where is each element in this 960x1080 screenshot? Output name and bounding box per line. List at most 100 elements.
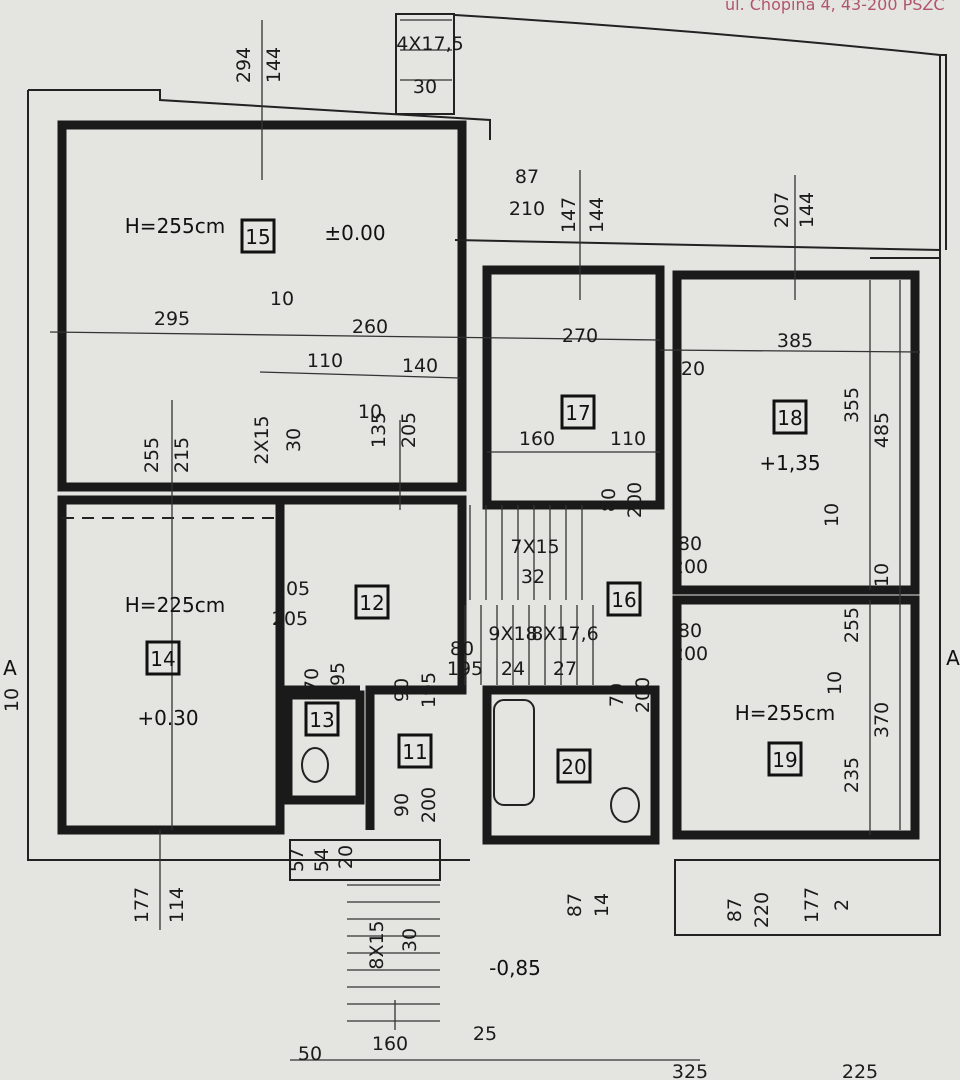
dimension-label: 195: [418, 672, 440, 708]
dimension-label: 144: [586, 197, 608, 233]
dimension-label: 144: [796, 192, 818, 228]
room-number-box: [354, 584, 390, 620]
dimension-label: 20: [681, 358, 705, 380]
walls: [27, 13, 947, 936]
room-13-walls: [283, 690, 365, 805]
dimension-label: 90: [391, 793, 413, 817]
room-number-box: [772, 399, 808, 435]
dimension-label: 32: [521, 566, 545, 588]
dimension-label: 294: [233, 47, 255, 83]
dimension-label: 110: [610, 428, 646, 450]
dimension-label: 80: [678, 533, 702, 555]
room-number-box: [606, 581, 642, 617]
dimension-label: 355: [841, 387, 863, 423]
dimension-label: 7X15: [510, 536, 559, 558]
dimension-label: 4X17,5: [396, 33, 463, 55]
dimension-label: 270: [562, 325, 598, 347]
dimension-label: 295: [154, 308, 190, 330]
room-number: 17: [565, 401, 590, 425]
floor-level: +0.30: [137, 706, 198, 730]
dimension-label: 110: [307, 350, 343, 372]
room-number: 12: [359, 591, 384, 615]
dimension-label: 57: [286, 848, 308, 872]
dimension-label: 30: [413, 76, 437, 98]
dimension-label: 2X15: [251, 415, 273, 464]
room-17-walls: [482, 265, 665, 510]
room-number: 16: [611, 588, 636, 612]
dimension-label: 205: [272, 608, 308, 630]
room-18-walls: [672, 270, 920, 595]
dimension-label: 225: [842, 1061, 878, 1080]
room-number-box: [560, 394, 596, 430]
section-mark: A: [3, 656, 17, 680]
dimension-label: 8X15: [366, 920, 388, 969]
room-number: 18: [777, 406, 802, 430]
section-mark: 10: [1, 688, 23, 712]
dimension-label: 87: [515, 166, 539, 188]
dimension-label: 90: [391, 678, 413, 702]
dimension-label: 255: [141, 437, 163, 473]
dimension-label: 20: [335, 845, 357, 869]
dimension-label: 10: [358, 401, 382, 423]
dimension-label: 80: [678, 620, 702, 642]
dimension-label: 215: [171, 437, 193, 473]
floor-level: ±0.00: [324, 221, 385, 245]
ceiling-height: H=255cm: [125, 214, 225, 238]
dimension-label: 255: [841, 607, 863, 643]
dimension-label: 87: [724, 898, 746, 922]
dimension-label: 25: [473, 1023, 497, 1045]
dimension-label: 160: [372, 1033, 408, 1055]
dimension-label: 200: [624, 482, 646, 518]
balcony: [674, 859, 941, 936]
dimension-label: 10: [824, 671, 846, 695]
dimension-label: 27: [553, 658, 577, 680]
address-text: ul. Chopina 4, 43-200 PSZC: [725, 0, 945, 14]
dimension-label: 200: [672, 643, 708, 665]
dimension-label: 10: [270, 288, 294, 310]
dimension-label: 70: [301, 668, 323, 692]
room-number: 14: [150, 647, 175, 671]
bathtub: [493, 699, 535, 806]
dimension-label: 10: [871, 563, 893, 587]
dimension-lines: [49, 20, 921, 1061]
dimension-label: 370: [871, 702, 893, 738]
ceiling-height: H=225cm: [125, 593, 225, 617]
room-number-box: [304, 701, 340, 737]
dimension-label: 385: [777, 330, 813, 352]
dimension-label: 195: [327, 662, 349, 698]
toilet-13: [301, 747, 329, 783]
floor-level: -0,85: [489, 956, 541, 980]
terrace-outline: [454, 14, 947, 250]
dimension-label: 207: [771, 192, 793, 228]
room-12-walls: [280, 495, 467, 830]
dimension-label: 24: [501, 658, 525, 680]
floor-level: +1,35: [759, 451, 820, 475]
dimension-label: 70: [606, 683, 628, 707]
dimension-label: 177: [801, 887, 823, 923]
room-20-walls: [482, 685, 660, 845]
dimension-label: 80: [450, 638, 474, 660]
dimension-label: 325: [672, 1061, 708, 1080]
dimension-label: 235: [841, 757, 863, 793]
room-number: 15: [245, 225, 270, 249]
chimney-stack: [395, 13, 455, 115]
dimension-label: 140: [402, 355, 438, 377]
dimension-label: 144: [263, 47, 285, 83]
dimension-label: 260: [352, 316, 388, 338]
dimension-label: 135: [368, 412, 390, 448]
dimension-label: 10: [821, 503, 843, 527]
room-14-walls: [57, 495, 285, 835]
room-19-walls: [672, 595, 920, 840]
dimension-label: 8X17,6: [531, 623, 598, 645]
dimension-label: 147: [558, 197, 580, 233]
dimension-label: 177: [131, 887, 153, 923]
dimension-label: 54: [311, 848, 333, 872]
room-number: 19: [772, 748, 797, 772]
dimension-label: 87: [564, 893, 586, 917]
dimension-label: 205: [398, 412, 420, 448]
dimension-label: 195: [447, 658, 483, 680]
dimension-label: 200: [672, 556, 708, 578]
dimension-label: 210: [509, 198, 545, 220]
dimension-label: 9X18: [488, 623, 537, 645]
